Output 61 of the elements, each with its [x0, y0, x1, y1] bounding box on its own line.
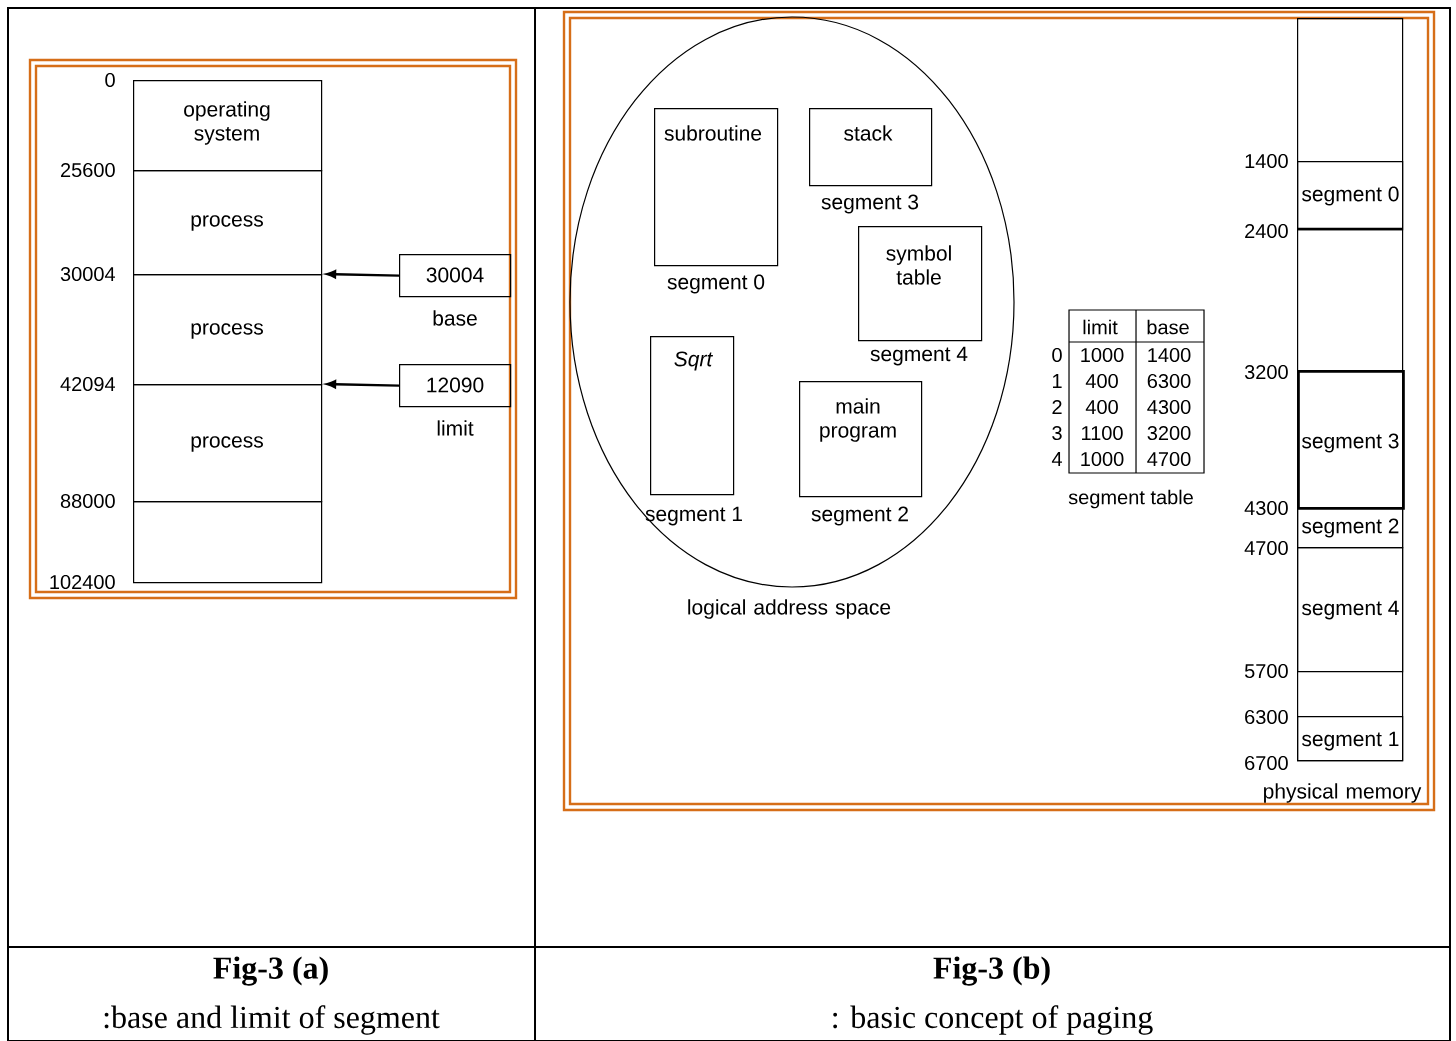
table-cell: 2 [1052, 400, 1062, 414]
address-label: 6700 [1245, 755, 1288, 771]
address-label: 88000 [60, 493, 115, 509]
address-label: 3200 [1244, 364, 1288, 380]
memory-block: operating system [133, 80, 323, 172]
table-cell: base [1147, 319, 1189, 335]
address-label: 42094 [60, 376, 115, 392]
table-cell: 4300 [1147, 399, 1191, 415]
segment-box: symbol table segment 4 [858, 226, 983, 366]
memory-segment: segment 4 [1297, 547, 1404, 673]
table-cell: 1000 [1081, 347, 1124, 363]
address-label: 102400 [50, 574, 115, 590]
node-label: segment 0 [667, 274, 765, 294]
figure-caption: Fig-3 (b) [933, 956, 1050, 986]
table-cell: 3 [1052, 425, 1062, 441]
node-label: physical memory [1264, 783, 1422, 803]
figure-caption: : basic concept of paging [833, 1005, 1153, 1035]
node-label: segment 2 [811, 506, 908, 526]
table-cell: 400 [1085, 373, 1118, 389]
figure-caption: :base and limit of segment [104, 1005, 440, 1035]
segment-box: Sqrt segment 1 [645, 336, 742, 526]
table-cell: 1000 [1081, 451, 1124, 467]
segment-box: main program segment 2 [799, 381, 923, 526]
table-cell: 4700 [1147, 451, 1191, 467]
address-label: 25600 [61, 162, 115, 178]
table-cell: 4 [1051, 452, 1062, 466]
table-cell: 1100 [1082, 425, 1123, 441]
memory-segment: segment 1 [1297, 716, 1404, 762]
address-label: 4700 [1244, 540, 1288, 556]
table-cell: 0 [1052, 347, 1062, 363]
table-cell: 400 [1085, 399, 1118, 415]
address-label: 0 [105, 72, 115, 88]
table-caption: segment table [1068, 489, 1193, 509]
table-cell: 1400 [1148, 347, 1191, 363]
address-label: 4300 [1244, 500, 1288, 516]
node-label: segment 1 [645, 506, 742, 526]
address-label: 6300 [1245, 709, 1288, 725]
register-box: 30004 base [399, 254, 512, 326]
node-label: base [433, 310, 477, 326]
table-cell: 3200 [1147, 425, 1191, 441]
memory-block [133, 501, 323, 584]
node-label: limit [437, 420, 474, 436]
address-label: 30004 [60, 266, 115, 282]
node-label: logical address space [688, 599, 891, 619]
register-box: 12090 limit [399, 364, 512, 436]
table-cell: limit [1083, 319, 1118, 335]
segment-box: subroutine segment 0 [654, 108, 779, 294]
figure-caption: Fig-3 (a) [213, 956, 328, 986]
memory-block: process [133, 384, 323, 503]
table-cell: 6300 [1147, 373, 1191, 389]
address-label: 2400 [1245, 223, 1288, 239]
memory-segment: segment 2 [1297, 507, 1404, 549]
memory-segment: segment 3 [1297, 370, 1405, 510]
address-label: 1400 [1245, 153, 1288, 169]
memory-segment: segment 0 [1297, 161, 1404, 231]
memory-block: process [133, 170, 323, 276]
node-label: segment 3 [821, 194, 919, 214]
memory-block: process [133, 274, 323, 386]
node-label: segment 4 [870, 346, 968, 366]
table-cell: 1 [1053, 374, 1062, 388]
address-label: 5700 [1244, 663, 1288, 679]
